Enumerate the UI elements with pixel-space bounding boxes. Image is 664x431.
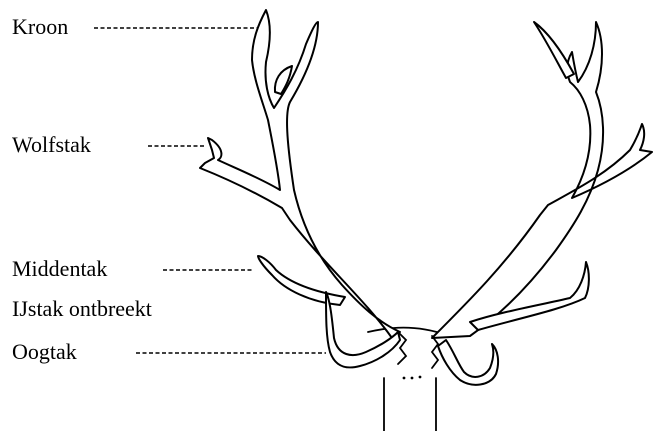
- head-outline: [384, 378, 436, 431]
- label-middentak: Middentak: [12, 258, 107, 280]
- left-middentak: [258, 256, 345, 305]
- right-oogtak: [438, 340, 498, 385]
- right-burr: [432, 336, 438, 368]
- speck: [411, 377, 414, 380]
- label-oogtak: Oogtak: [12, 341, 77, 363]
- right-top-tine: [534, 22, 574, 78]
- label-kroon: Kroon: [12, 16, 68, 38]
- speck: [419, 376, 422, 379]
- label-ijstak: IJstak ontbreekt: [12, 298, 152, 320]
- head-top: [368, 328, 446, 335]
- label-wolfstak: Wolfstak: [12, 134, 91, 156]
- right-antler: [432, 22, 652, 338]
- speck: [403, 377, 406, 380]
